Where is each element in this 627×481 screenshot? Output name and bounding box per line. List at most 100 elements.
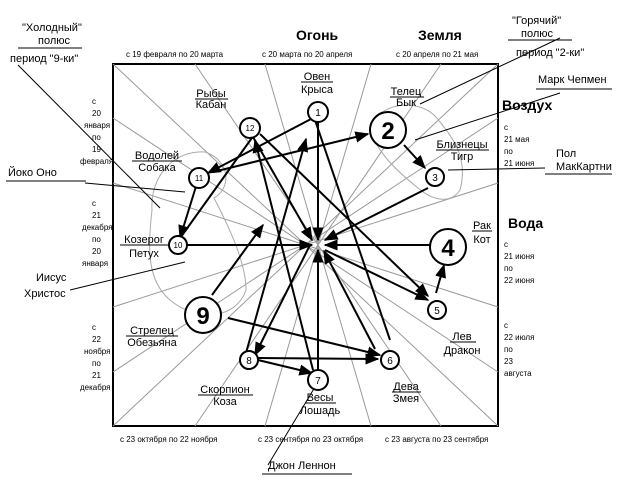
node-label-8: 8 (246, 356, 252, 367)
sign-bliznecy-2: Тигр (451, 151, 474, 163)
date-right-lower-3: 23 (504, 357, 513, 366)
date-left-bottom: с 22 ноября по 21 декабря (80, 323, 111, 392)
date-left-bottom-4: 21 (92, 371, 101, 380)
sign-oven-2: Крыса (301, 84, 334, 96)
node-8 (239, 350, 259, 370)
date-right-upper-2: по (504, 147, 513, 156)
date-bottom-mid: с 23 сентября по 23 октября (258, 435, 363, 444)
person-lennon: Джон Леннон (268, 460, 336, 472)
sign-strelec-1: Стрелец (130, 325, 174, 337)
sign-telec-2: Бык (396, 97, 416, 109)
nodes (168, 101, 467, 391)
sign-rak-2: Кот (473, 234, 490, 246)
date-left-lower-5: января (82, 259, 108, 268)
date-left-upper-0: с (92, 97, 96, 106)
date-top-right: с 20 апреля по 21 мая (396, 50, 478, 59)
node-label-2: 2 (381, 118, 394, 145)
date-right-mid-3: 22 июня (504, 276, 534, 285)
outer-frame (112, 63, 499, 427)
date-right-mid-0: с (504, 240, 508, 249)
node-9 (184, 296, 222, 334)
element-earth: Земля (418, 27, 462, 43)
hot-pole-line2: полюс (521, 28, 554, 40)
date-left-bottom-5: декабря (80, 383, 111, 392)
date-top-mid: с 20 марта по 20 апреля (262, 50, 352, 59)
node-label-5: 5 (434, 306, 440, 317)
date-right-mid-2: по (504, 264, 513, 273)
node-label-4: 4 (441, 235, 455, 262)
node-labels: 1 2 3 4 5 6 7 8 9 10 11 12 (174, 108, 456, 387)
person-paul-2: МакКартни (556, 161, 612, 173)
element-fire: Огонь (296, 27, 339, 43)
node-label-6: 6 (387, 356, 393, 367)
date-right-lower-1: 22 июля (504, 333, 534, 342)
sign-kozerog-1: Козерог (124, 234, 164, 246)
person-yoko: Йоко Оно (8, 166, 57, 179)
date-left-lower-4: 20 (92, 247, 101, 256)
date-left-upper-5: февраля (80, 157, 113, 166)
date-left-lower-0: с (92, 199, 96, 208)
sign-vodoley-1: Водолей (135, 150, 179, 162)
sign-lev-2: Дракон (444, 345, 481, 357)
node-2 (369, 111, 407, 149)
node-label-7: 7 (315, 376, 321, 387)
date-left-lower: с 21 декабря по 20 января (82, 199, 113, 268)
sign-labels: Рыбы Кабан Овен Крыса Телец Бык Близнецы… (120, 71, 492, 417)
date-right-upper-0: с (504, 123, 508, 132)
date-right-upper: с 21 мая по 21 июня (504, 123, 534, 168)
sign-kozerog-2: Петух (129, 248, 159, 260)
sign-ryby-2: Кабан (196, 99, 227, 111)
date-right-upper-3: 21 июня (504, 159, 534, 168)
person-jesus-2: Христос (24, 288, 66, 300)
date-left-lower-2: декабря (82, 223, 113, 232)
date-left-upper-4: 19 (92, 145, 101, 154)
cold-pole-line1: "Холодный" (22, 22, 82, 34)
node-label-11: 11 (195, 174, 204, 183)
date-left-bottom-3: по (92, 359, 101, 368)
sign-vesy-1: Весы (307, 392, 334, 404)
date-left-upper-3: по (92, 133, 101, 142)
date-right-upper-1: 21 мая (504, 135, 529, 144)
sign-rak-1: Рак (473, 220, 491, 232)
date-bottom-right: с 23 августа по 23 сентября (385, 435, 488, 444)
sign-lev-1: Лев (452, 331, 471, 343)
node-5 (427, 300, 447, 320)
pointer-lines (17, 37, 561, 466)
sign-bliznecy-1: Близнецы (436, 139, 487, 151)
date-left-bottom-1: 22 (92, 335, 101, 344)
sign-oven-1: Овен (304, 71, 330, 83)
element-air: Воздух (502, 97, 552, 113)
sign-skorpion-2: Коза (213, 396, 237, 408)
node-label-10: 10 (174, 241, 183, 250)
person-jesus-1: Иисус (36, 272, 67, 284)
date-right-mid: с 21 июня по 22 июня (504, 240, 534, 285)
node-11 (188, 167, 210, 189)
date-bottom-left: с 23 октября по 22 ноября (120, 435, 217, 444)
node-12 (239, 117, 261, 139)
node-3 (425, 167, 445, 187)
hot-pole-period: период "2-ки" (516, 47, 584, 59)
cold-pole-line2: полюс (38, 35, 71, 47)
hot-pole-line1: "Горячий" (512, 15, 561, 27)
sign-deva-1: Дева (393, 381, 419, 393)
sign-deva-2: Змея (393, 393, 419, 405)
date-right-mid-1: 21 июня (504, 252, 534, 261)
date-right-lower-0: с (504, 321, 508, 330)
date-left-upper-1: 20 (92, 109, 101, 118)
sign-vodoley-2: Собака (138, 162, 176, 174)
node-4 (429, 228, 467, 266)
node-6 (380, 350, 400, 370)
date-left-lower-3: по (92, 235, 101, 244)
sign-skorpion-1: Скорпион (200, 384, 249, 396)
node-label-9: 9 (196, 303, 209, 330)
node-7 (307, 369, 329, 391)
element-water: Вода (508, 215, 543, 231)
date-left-bottom-0: с (92, 323, 96, 332)
node-1 (307, 101, 329, 123)
date-top-left: с 19 февраля по 20 марта (126, 50, 224, 59)
date-right-lower-2: по (504, 345, 513, 354)
person-chapman: Марк Чепмен (538, 74, 607, 86)
node-label-12: 12 (246, 124, 255, 133)
